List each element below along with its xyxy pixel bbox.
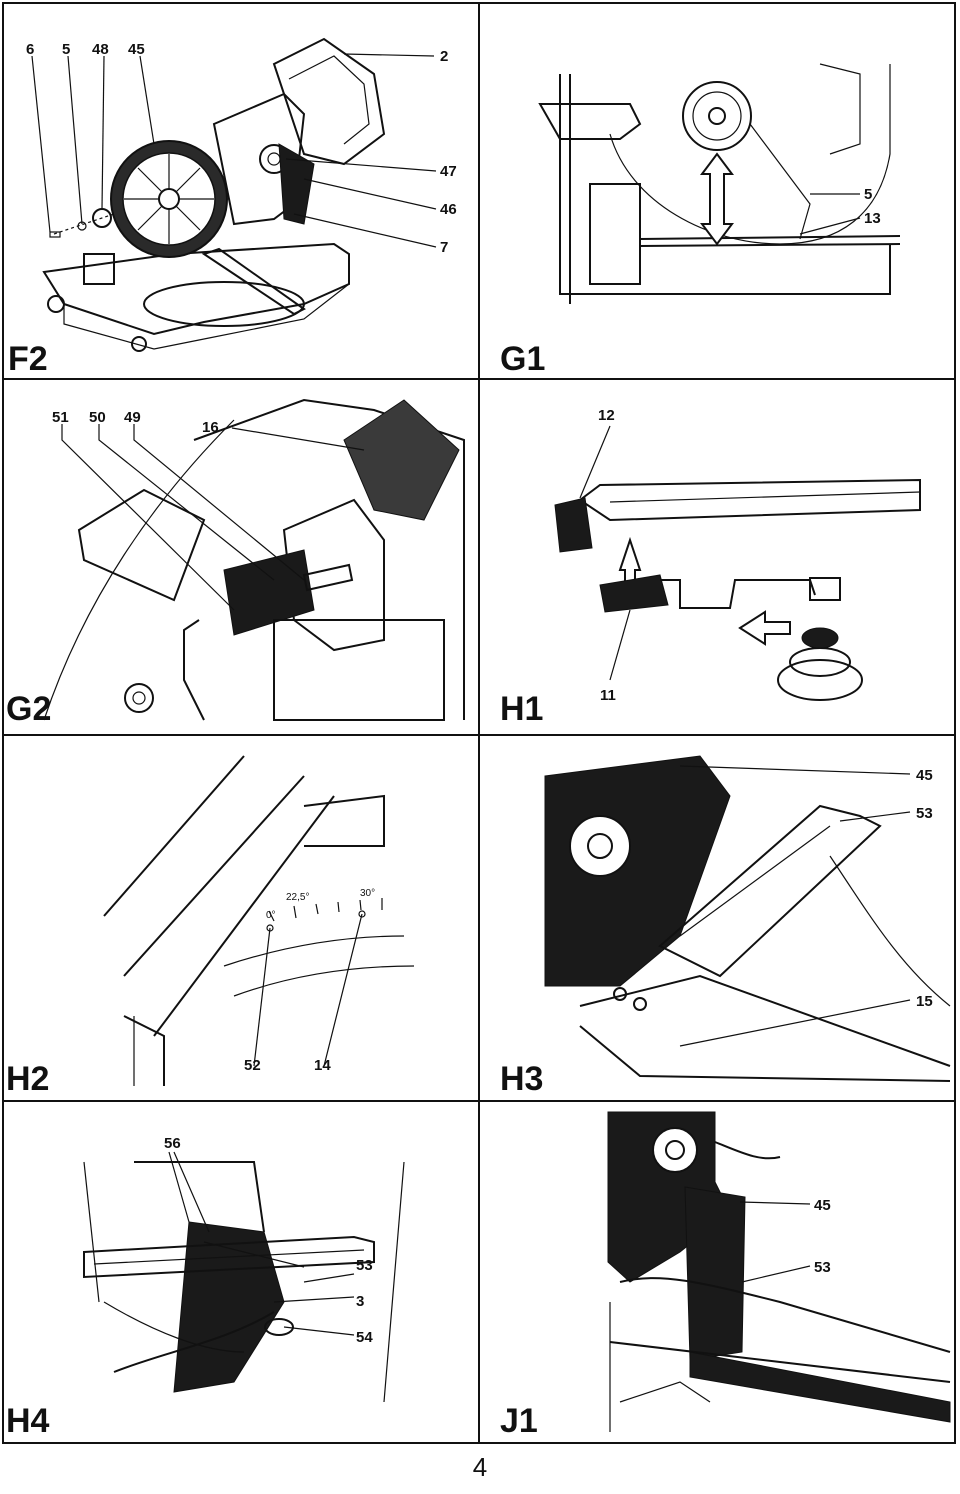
callout-47: 47 xyxy=(440,163,457,180)
callout-2: 2 xyxy=(440,48,448,65)
figure-h1-drawing: 12 11 xyxy=(554,407,921,704)
figure-label-f2: F2 xyxy=(8,340,48,378)
figure-label-j1: J1 xyxy=(500,1402,538,1440)
figure-h3-drawing: 45 53 15 xyxy=(544,755,951,1082)
figure-label-g1: G1 xyxy=(500,340,546,378)
callout-11: 11 xyxy=(600,687,616,704)
figure-j1-drawing: 45 53 xyxy=(607,1111,951,1432)
callout-46: 46 xyxy=(440,201,457,218)
figure-f2-drawing: 6 5 48 45 2 47 46 7 xyxy=(26,37,457,352)
figure-label-h2: H2 xyxy=(6,1060,50,1098)
figure-h2: 22,5° 0° 30° 52 14 H2 xyxy=(4,736,478,1100)
row-divider-3 xyxy=(2,1100,956,1102)
callout-6: 6 xyxy=(26,41,34,58)
scale-label-30: 30° xyxy=(360,888,375,899)
callout-14: 14 xyxy=(314,1057,331,1074)
callout-53: 53 xyxy=(916,805,933,822)
column-divider xyxy=(478,2,480,1444)
figure-g2: 51 50 49 16 G2 xyxy=(4,380,478,734)
callout-45: 45 xyxy=(916,767,933,784)
figure-label-h3: H3 xyxy=(500,1060,544,1098)
callout-45: 45 xyxy=(814,1197,831,1214)
figure-label-h4: H4 xyxy=(6,1402,50,1440)
saw-blade xyxy=(110,140,228,258)
figure-label-h1: H1 xyxy=(500,690,544,728)
callout-15: 15 xyxy=(916,993,933,1010)
callout-45: 45 xyxy=(128,41,145,58)
figure-label-g2: G2 xyxy=(6,690,52,728)
figure-g1: 5 13 G1 xyxy=(480,4,956,378)
callout-5: 5 xyxy=(864,186,872,203)
figure-h4-drawing: 56 53 3 54 xyxy=(83,1135,405,1403)
callout-53: 53 xyxy=(356,1257,373,1274)
figure-g2-drawing: 51 50 49 16 xyxy=(43,398,465,721)
figure-h3: 45 53 15 H3 xyxy=(480,736,956,1100)
callout-13: 13 xyxy=(864,210,881,227)
callout-3: 3 xyxy=(356,1293,364,1310)
callout-49: 49 xyxy=(124,409,141,426)
row-divider-2 xyxy=(2,734,956,736)
page-number: 4 xyxy=(472,1452,488,1482)
callout-53: 53 xyxy=(814,1259,831,1276)
figure-j1: 45 53 J1 xyxy=(480,1102,956,1444)
callout-5: 5 xyxy=(62,41,70,58)
figure-f2: 6 5 48 45 2 47 46 7 F2 xyxy=(4,4,478,378)
callout-48: 48 xyxy=(92,41,109,58)
scale-label-0: 0° xyxy=(266,910,276,921)
callout-56: 56 xyxy=(164,1135,181,1152)
callout-52: 52 xyxy=(244,1057,261,1074)
figure-h2-drawing: 22,5° 0° 30° 52 14 xyxy=(103,755,415,1086)
callout-54: 54 xyxy=(356,1329,373,1346)
callout-7: 7 xyxy=(440,239,448,256)
scale-label-22-5: 22,5° xyxy=(286,892,309,903)
callout-12: 12 xyxy=(598,407,615,424)
callout-50: 50 xyxy=(89,409,106,426)
callout-51: 51 xyxy=(52,409,69,426)
row-divider-1 xyxy=(2,378,956,380)
figure-h1: 12 11 H1 xyxy=(480,380,956,734)
callout-16: 16 xyxy=(202,419,219,436)
figure-h4: 56 53 3 54 H4 xyxy=(4,1102,478,1444)
figure-g1-drawing: 5 13 xyxy=(538,63,901,304)
